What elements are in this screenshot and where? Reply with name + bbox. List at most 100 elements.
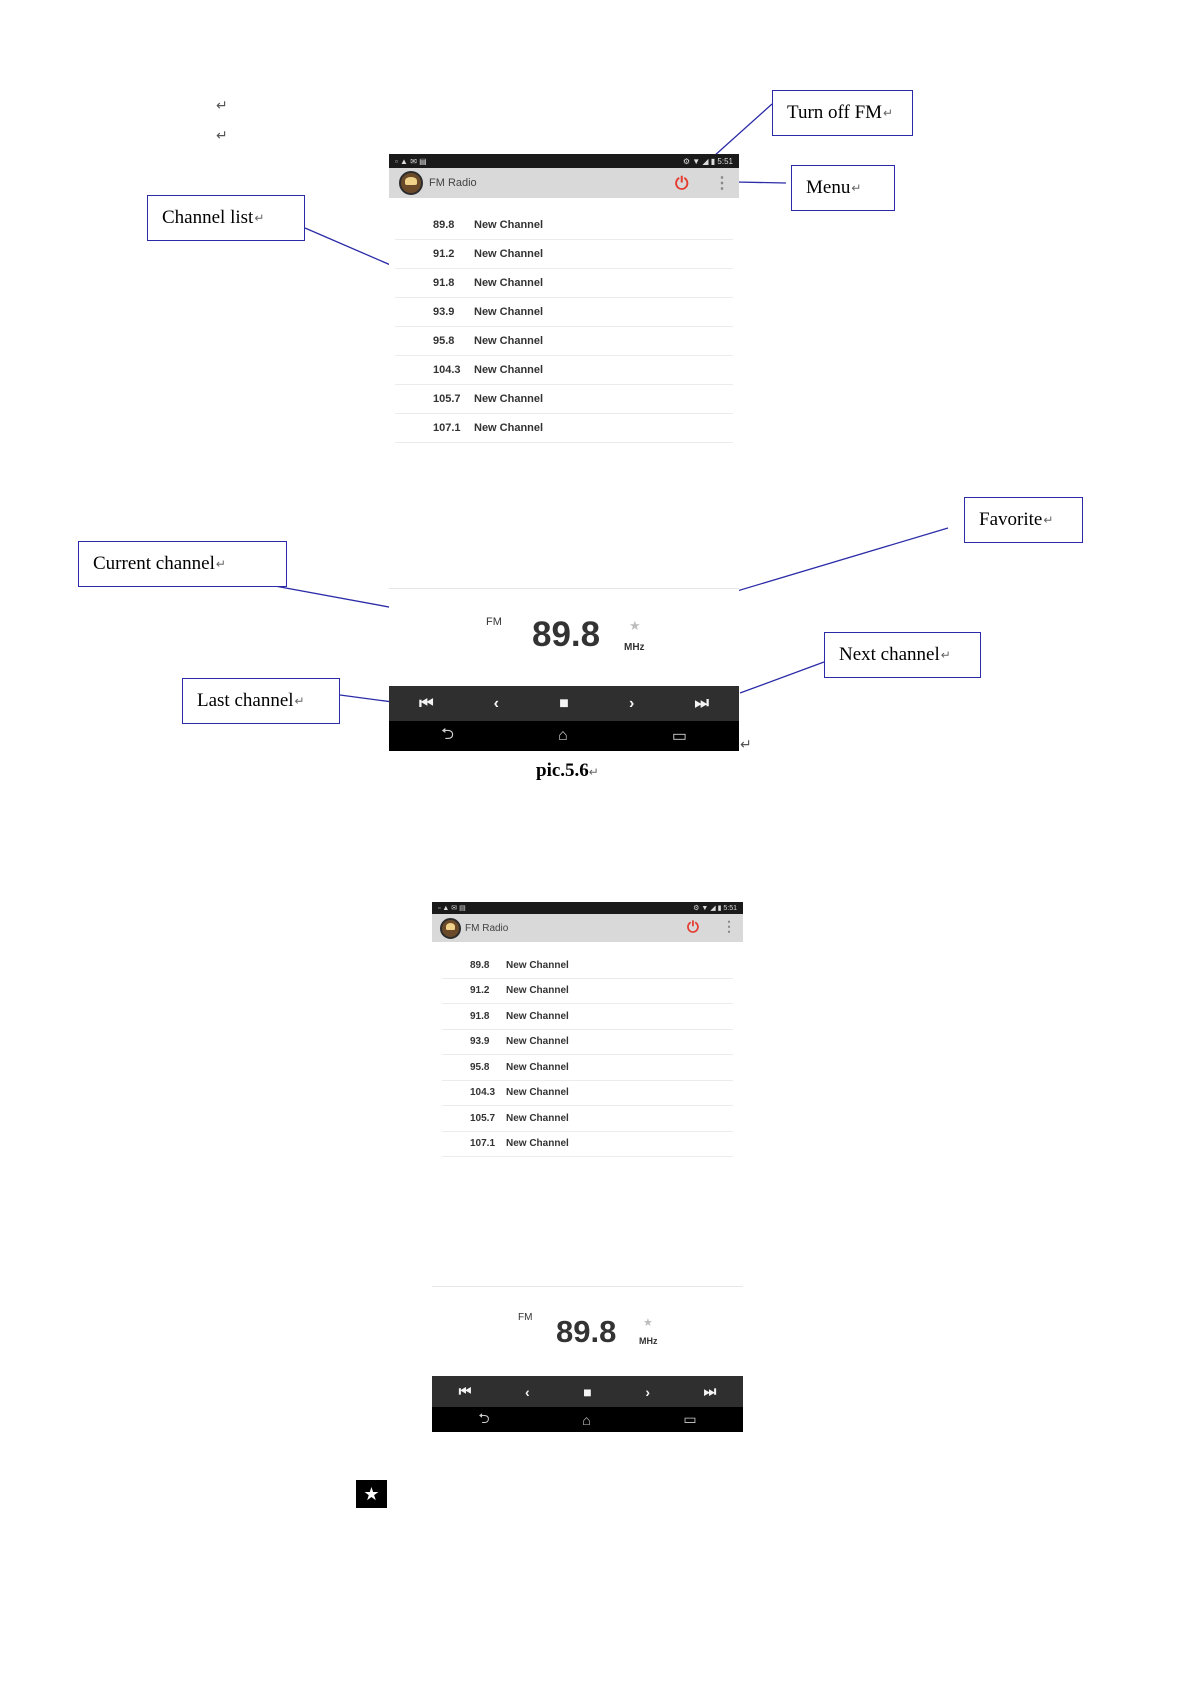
channel-frequency: 91.2 [470, 985, 490, 997]
app-title: FM Radio [429, 177, 477, 189]
channel-frequency: 91.8 [470, 1010, 490, 1022]
paragraph-mark: ↵ [216, 98, 228, 114]
paragraph-mark: ↵ [216, 128, 228, 144]
channel-frequency: 89.8 [470, 959, 490, 971]
favorite-star-icon[interactable]: ★ [643, 1317, 653, 1329]
action-bar: FM Radio ⏻ ⋮ [432, 914, 743, 942]
playback-controls: ⏮ ‹ ■ › ⏭ [432, 1376, 743, 1407]
previous-icon[interactable]: ‹ [525, 1383, 530, 1400]
channel-row[interactable]: 89.8 New Channel [442, 953, 733, 979]
home-icon[interactable]: ⌂ [582, 1411, 591, 1428]
channel-name: New Channel [474, 248, 544, 260]
figure-caption: pic.5.6↵ [536, 760, 599, 782]
paragraph-mark: ↵ [215, 556, 226, 571]
paragraph-mark: ↵ [883, 105, 894, 120]
paragraph-mark: ↵ [740, 737, 752, 753]
divider [389, 588, 739, 589]
channel-name: New Channel [506, 1036, 569, 1048]
unit-label: MHz [639, 1336, 658, 1346]
channel-frequency: 93.9 [433, 306, 455, 318]
channel-frequency: 107.1 [433, 422, 461, 434]
channel-row[interactable]: 107.1 New Channel [442, 1132, 733, 1157]
channel-name: New Channel [506, 1061, 569, 1073]
channel-frequency: 105.7 [470, 1112, 496, 1124]
favorite-star-icon[interactable]: ★ [629, 618, 641, 633]
paragraph-mark: ↵ [940, 647, 951, 662]
system-nav-bar: ⮌ ⌂ ▭ [389, 721, 739, 751]
channel-frequency: 91.8 [433, 277, 455, 289]
channel-name: New Channel [474, 306, 544, 318]
callout-text: Turn off FM [787, 102, 883, 123]
stop-icon[interactable]: ■ [559, 694, 569, 712]
recent-apps-icon[interactable]: ▭ [671, 728, 687, 745]
channel-frequency: 91.2 [433, 248, 455, 260]
recent-apps-icon[interactable]: ▭ [683, 1411, 697, 1427]
channel-name: New Channel [474, 364, 544, 376]
channel-row[interactable]: 91.2 New Channel [395, 240, 733, 269]
channel-name: New Channel [474, 422, 544, 434]
callout-text: Last channel [197, 690, 294, 711]
first-channel-icon[interactable]: ⏮ [419, 694, 434, 712]
channel-frequency: 104.3 [470, 1087, 496, 1099]
channel-name: New Channel [506, 1138, 569, 1150]
system-nav-bar: ⮌ ⌂ ▭ [432, 1407, 743, 1432]
unit-label: MHz [624, 642, 645, 653]
channel-name: New Channel [474, 219, 544, 231]
last-channel-icon[interactable]: ⏭ [694, 694, 709, 712]
power-icon[interactable]: ⏻ [687, 919, 699, 936]
action-bar: FM Radio ⏻ ⋮ [389, 168, 739, 198]
power-icon[interactable]: ⏻ [675, 174, 689, 193]
first-channel-icon[interactable]: ⏮ [458, 1383, 472, 1399]
channel-frequency: 104.3 [433, 364, 461, 376]
channel-row[interactable]: 91.8 New Channel [395, 269, 733, 298]
stop-icon[interactable]: ■ [583, 1383, 592, 1400]
channel-row[interactable]: 104.3 New Channel [395, 356, 733, 385]
last-channel-icon[interactable]: ⏭ [703, 1383, 717, 1399]
channel-name: New Channel [506, 985, 569, 997]
callout-current-channel: Current channel↵ [78, 541, 287, 587]
channel-frequency: 95.8 [470, 1061, 490, 1073]
next-icon[interactable]: › [645, 1383, 650, 1400]
home-icon[interactable]: ⌂ [558, 727, 568, 744]
overflow-menu-icon[interactable]: ⋮ [714, 175, 730, 192]
next-icon[interactable]: › [629, 694, 635, 712]
app-title: FM Radio [465, 922, 509, 934]
channel-row[interactable]: 91.2 New Channel [442, 979, 733, 1004]
back-icon[interactable]: ⮌ [478, 1409, 490, 1426]
status-bar: ▫ ▲ ✉ ▤ ⚙ ▼ ◢ ▮ 5:51 [389, 154, 739, 168]
channel-name: New Channel [506, 1112, 569, 1124]
callout-text: Menu [806, 177, 851, 198]
channel-name: New Channel [506, 959, 569, 971]
callout-favorite: Favorite↵ [964, 497, 1083, 543]
playback-controls: ⏮ ‹ ■ › ⏭ [389, 686, 739, 721]
status-icons-right: ⚙ ▼ ◢ ▮ 5:51 [682, 156, 733, 166]
channel-row[interactable]: 95.8 New Channel [442, 1055, 733, 1081]
callout-next-channel: Next channel↵ [824, 632, 981, 678]
callout-text: Next channel [839, 644, 940, 665]
previous-icon[interactable]: ‹ [493, 694, 499, 712]
back-icon[interactable]: ⮌ [441, 725, 454, 743]
channel-row[interactable]: 107.1 New Channel [395, 414, 733, 443]
channel-name: New Channel [474, 277, 544, 289]
channel-row[interactable]: 93.9 New Channel [395, 298, 733, 327]
callout-text: Current channel [93, 553, 215, 574]
status-icons-left: ▫ ▲ ✉ ▤ [438, 905, 466, 912]
favorite-icon: ★ [356, 1480, 387, 1508]
channel-frequency: 105.7 [433, 393, 461, 405]
overflow-menu-icon[interactable]: ⋮ [722, 918, 736, 934]
channel-row[interactable]: 105.7 New Channel [442, 1106, 733, 1132]
divider [432, 1286, 743, 1287]
status-icons-left: ▫ ▲ ✉ ▤ [395, 156, 427, 166]
callout-turn-off-fm: Turn off FM↵ [772, 90, 913, 136]
channel-frequency: 107.1 [470, 1138, 496, 1150]
current-frequency: 89.8 [532, 615, 601, 654]
